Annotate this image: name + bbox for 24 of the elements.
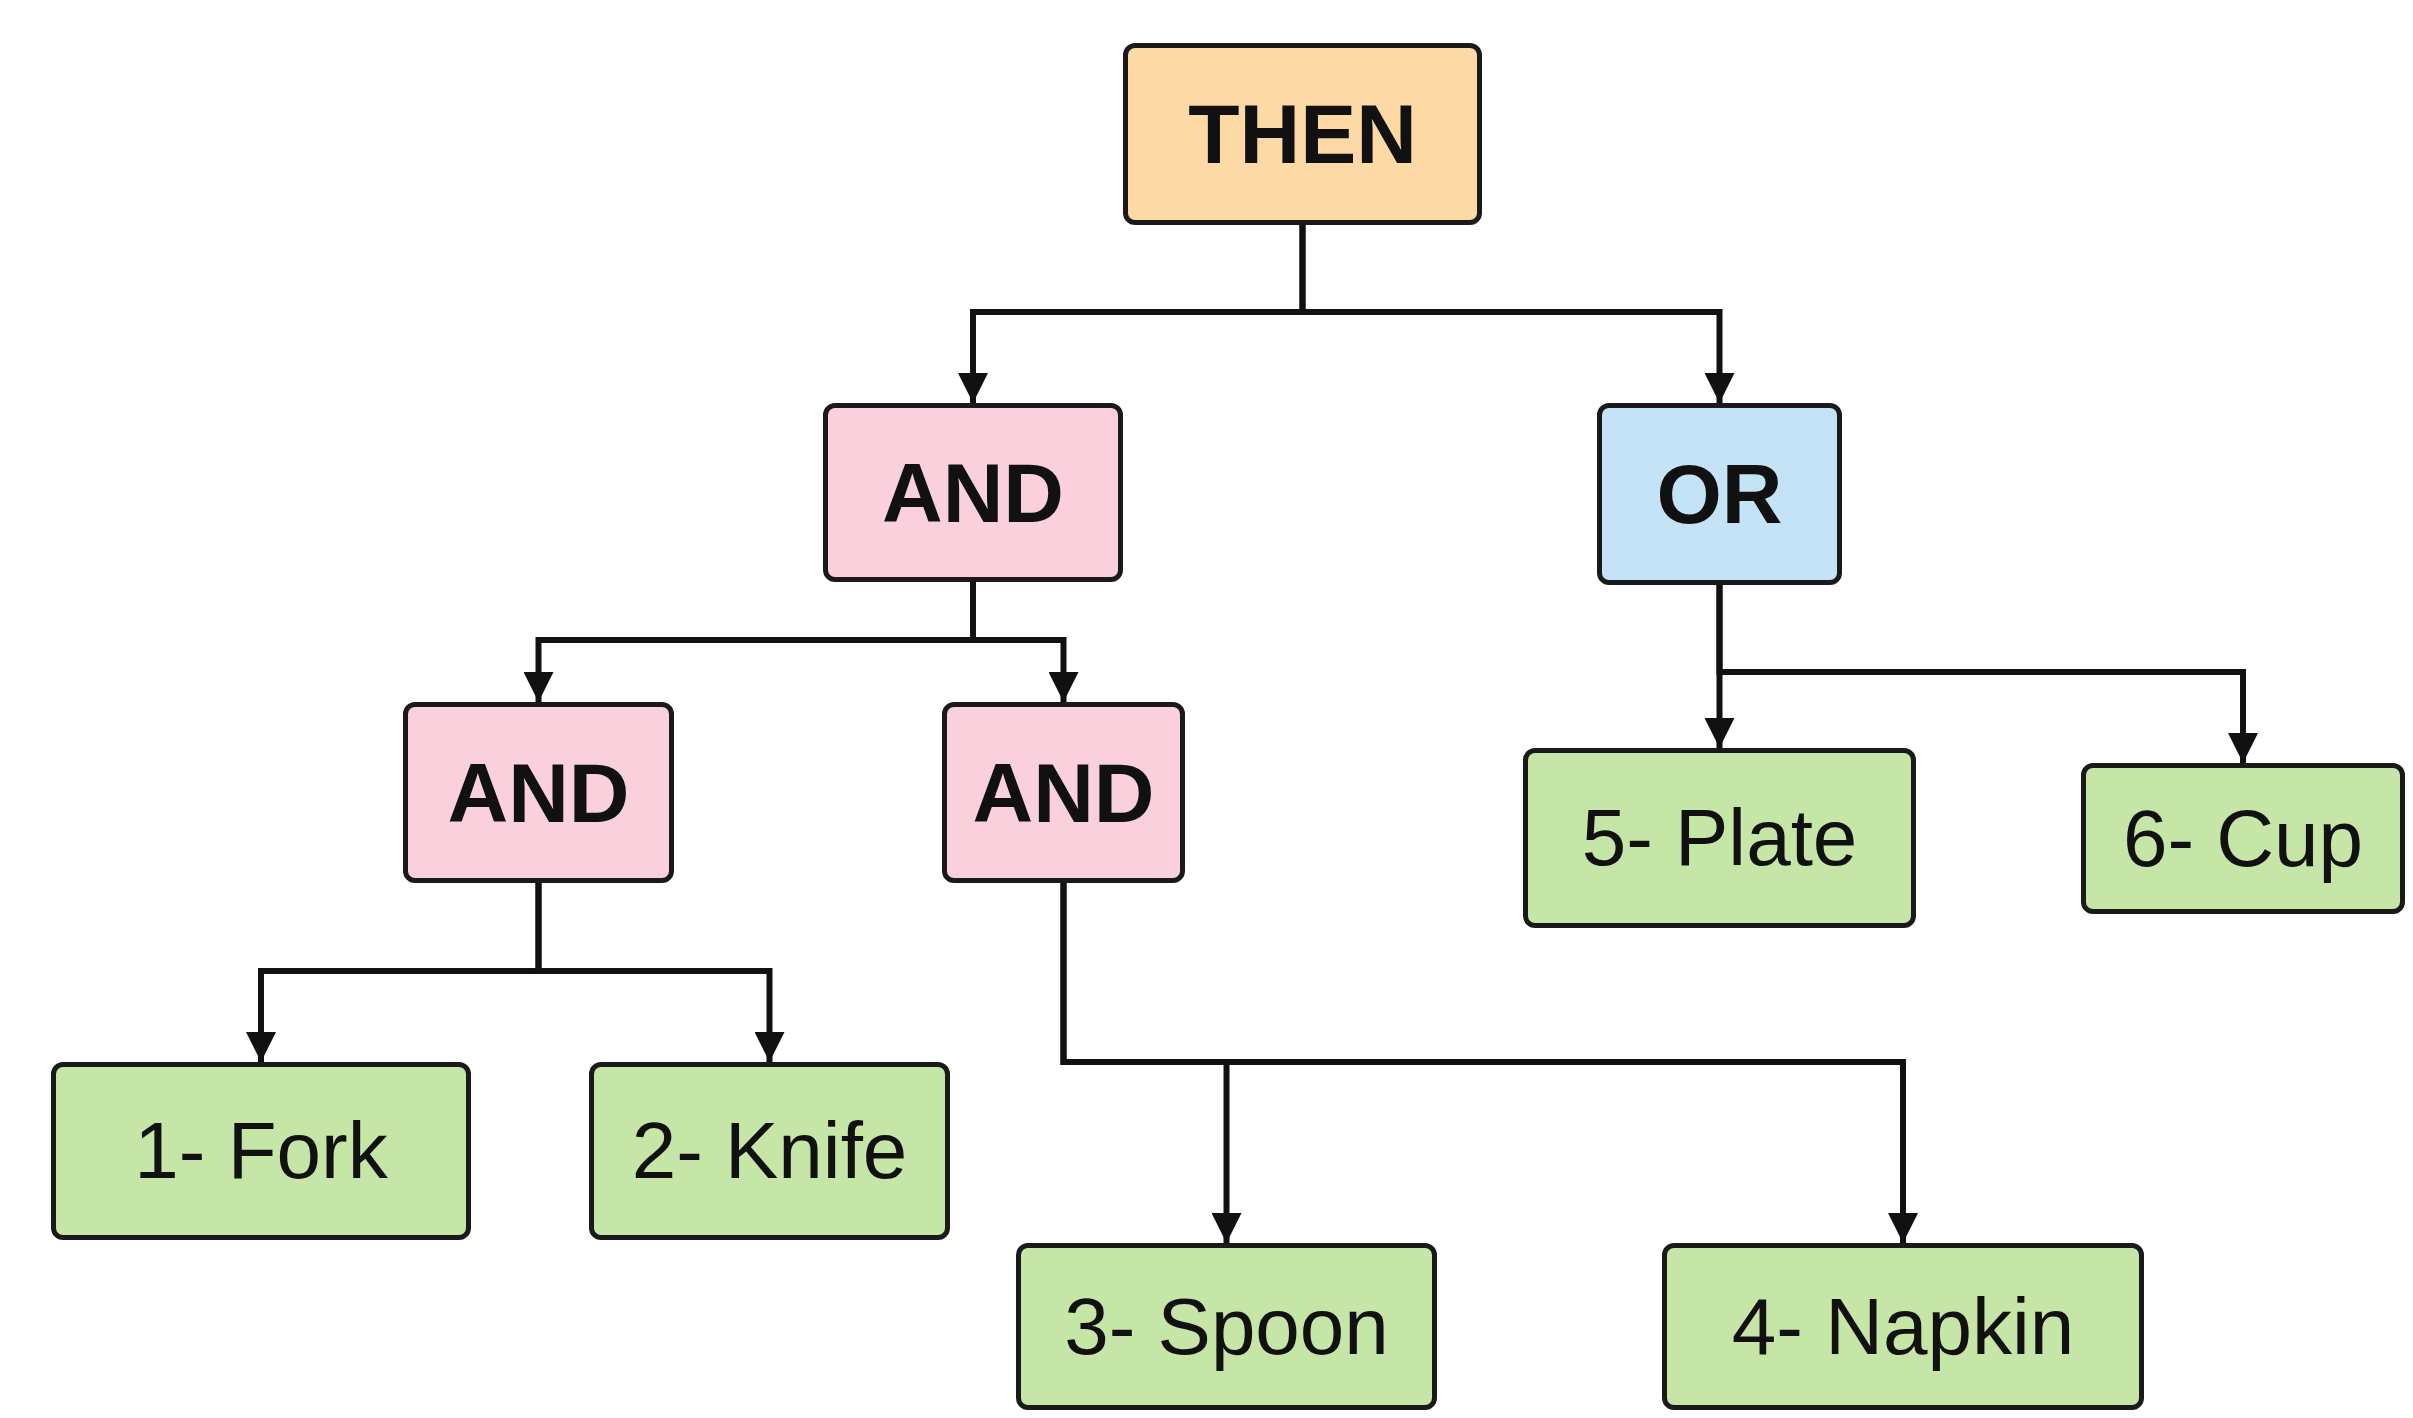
arrow bbox=[970, 582, 1079, 702]
operator-label: AND bbox=[882, 450, 1064, 535]
operator-box bbox=[823, 403, 1123, 582]
operator-box bbox=[1597, 403, 1842, 585]
operator-label: THEN bbox=[1188, 92, 1417, 176]
item-label: 5- Plate bbox=[1581, 798, 1858, 878]
operator-label: OR bbox=[1656, 452, 1783, 536]
item-box bbox=[2081, 763, 2405, 914]
operator-box bbox=[1123, 43, 1482, 225]
item-label: 2- Knife bbox=[631, 1111, 908, 1191]
arrow bbox=[1716, 585, 2258, 763]
item-box bbox=[51, 1062, 471, 1240]
operator-box bbox=[403, 702, 674, 883]
arrow bbox=[1060, 883, 1918, 1243]
arrow bbox=[535, 883, 785, 1062]
item-box bbox=[1662, 1243, 2144, 1410]
operator-label: AND bbox=[972, 750, 1155, 835]
item-box bbox=[1523, 748, 1916, 928]
item-box bbox=[1016, 1243, 1437, 1410]
operator-label: AND bbox=[447, 750, 630, 835]
arrow bbox=[1299, 225, 1735, 403]
operator-box bbox=[942, 702, 1185, 883]
item-box bbox=[589, 1062, 950, 1240]
item-label: 1- Fork bbox=[134, 1111, 388, 1191]
